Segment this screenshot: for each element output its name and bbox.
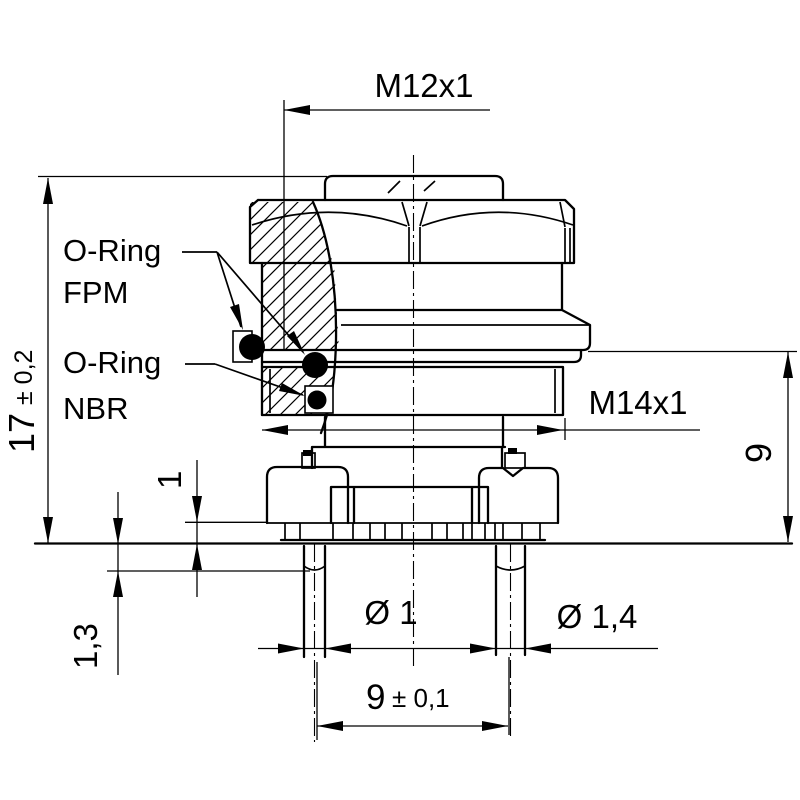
- leader-lines: [182, 251, 305, 396]
- contact-teeth: [284, 523, 541, 540]
- pin-collar-arcs: [303, 565, 526, 571]
- top-tab: [323, 174, 505, 202]
- dia14-arrow-left: [470, 643, 496, 654]
- leader-arrow-nbr: [279, 383, 305, 396]
- connector-body: [33, 174, 794, 659]
- label-oring-nbr-line2: NBR: [63, 391, 128, 426]
- m14-arrow-right: [537, 425, 563, 435]
- h17-arrow-top: [43, 178, 53, 204]
- m14-thread-root-lines: [269, 369, 556, 413]
- hex-corner-facets: [401, 201, 571, 263]
- d13-arrow-bottom: [113, 571, 123, 597]
- label-height-group: 17 ± 0,2: [1, 350, 42, 453]
- dia1-arrow-right: [325, 643, 351, 654]
- pitch-arrow-right: [482, 721, 508, 731]
- label-d13: 1,3: [67, 623, 104, 669]
- hex-nut-outline: [248, 198, 576, 265]
- leader-arrow-fpm1: [230, 304, 243, 330]
- d1-arrow-top: [192, 496, 202, 522]
- d9-arrow-top: [783, 352, 793, 378]
- m14-arrow-left: [262, 425, 288, 435]
- dia14-arrow-right: [525, 643, 551, 654]
- labels: M12x1 M14x1 O-Ring FPM O-Ring NBR Ø 1 Ø …: [1, 67, 779, 717]
- label-oring-nbr-line1: O-Ring: [63, 345, 161, 380]
- o-rings: [232, 330, 334, 414]
- washer-disk: [260, 348, 583, 364]
- hex-face-arcs: [251, 211, 574, 227]
- pin2-solder-tab: [504, 452, 526, 469]
- insert-center: [329, 485, 490, 525]
- dimensions: [38, 100, 797, 740]
- solder-pins: [302, 544, 527, 659]
- thread-chamfer-marks: [387, 180, 436, 194]
- flange: [260, 261, 592, 352]
- label-m14x1: M14x1: [588, 384, 687, 421]
- d1-arrow-bottom: [192, 544, 202, 570]
- centerlines: [313, 155, 512, 742]
- m12-arrow: [284, 105, 310, 115]
- h17-arrow-bottom: [43, 517, 53, 543]
- oring-fpm-right-section: [302, 352, 328, 378]
- label-pitch-tol: ± 0,1: [392, 683, 450, 713]
- label-height-tol: ± 0,2: [10, 350, 38, 405]
- label-d9-group: 9: [738, 443, 779, 463]
- pin2-tab-tick: [508, 448, 517, 454]
- mount-lug-left: [265, 465, 350, 525]
- oring-nbr-section: [307, 390, 327, 410]
- label-m12x1: M12x1: [374, 67, 473, 104]
- label-oring-fpm-line1: O-Ring: [63, 233, 161, 268]
- oring-leaders: [182, 251, 304, 396]
- label-pitch-value: 9: [366, 678, 385, 717]
- section-hatching: [250, 202, 339, 415]
- label-height-value: 17: [1, 413, 42, 453]
- label-dia-1: Ø 1: [364, 594, 417, 631]
- leader-arrow-fpm2: [287, 331, 305, 355]
- label-oring-fpm-line2: FPM: [63, 275, 128, 310]
- label-d9: 9: [738, 443, 779, 463]
- d9-arrow-bottom: [783, 516, 793, 542]
- label-d13-group: 1,3: [67, 623, 104, 669]
- pitch-arrow-left: [317, 721, 343, 731]
- label-dia-1-4: Ø 1,4: [557, 598, 638, 635]
- label-d1-group: 1: [151, 471, 188, 489]
- dia1-arrow-left: [278, 643, 304, 654]
- pin1-tab-tick: [303, 450, 311, 456]
- label-d1: 1: [151, 471, 188, 489]
- insert-cap: [310, 415, 507, 470]
- oring-fpm-left-section: [239, 334, 265, 360]
- d13-arrow-top: [113, 518, 123, 544]
- mount-lug-right: [477, 466, 560, 525]
